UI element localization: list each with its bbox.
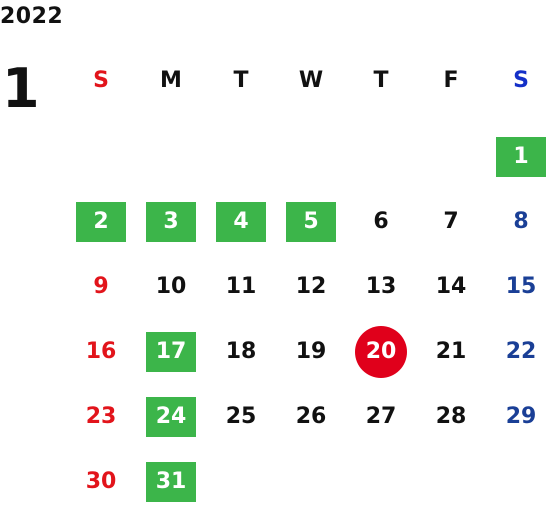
holiday-date-number: 5	[286, 201, 336, 242]
day-cell-22[interactable]: 22	[486, 319, 548, 384]
day-cell-29[interactable]: 29	[486, 384, 548, 449]
day-cell-8[interactable]: 8	[486, 189, 548, 254]
day-cell-25[interactable]: 25	[206, 384, 276, 449]
date-number: 26	[295, 404, 327, 429]
holiday-date-number: 31	[146, 461, 196, 502]
date-number: 29	[505, 404, 537, 429]
day-cell-31[interactable]: 31	[136, 449, 206, 514]
holiday-date-number: 17	[146, 331, 196, 372]
holiday-date-number: 4	[216, 201, 266, 242]
date-number: 18	[225, 339, 257, 364]
date-number: 27	[365, 404, 397, 429]
day-cell-21[interactable]: 21	[416, 319, 486, 384]
date-number: 30	[85, 469, 117, 494]
date-number: 16	[85, 339, 117, 364]
day-cell-20[interactable]: 20	[346, 319, 416, 384]
date-number: 22	[505, 339, 537, 364]
day-cell-15[interactable]: 15	[486, 254, 548, 319]
date-number: 19	[295, 339, 327, 364]
holiday-date-number: 2	[76, 201, 126, 242]
date-number: 14	[435, 274, 467, 299]
weekday-header-row: S M T W T F S	[66, 66, 548, 96]
date-number: 15	[505, 274, 537, 299]
day-cell-14[interactable]: 14	[416, 254, 486, 319]
weekday-monday: M	[160, 68, 182, 93]
date-number: 11	[225, 274, 257, 299]
day-cell-28[interactable]: 28	[416, 384, 486, 449]
weekday-sunday: S	[93, 68, 109, 93]
holiday-date-number: 1	[496, 136, 546, 177]
day-cell-5[interactable]: 5	[276, 189, 346, 254]
date-number: 23	[85, 404, 117, 429]
date-number: 7	[443, 209, 459, 234]
day-cell-1[interactable]: 1	[486, 124, 548, 189]
date-number: 12	[295, 274, 327, 299]
weekday-wednesday: W	[298, 68, 324, 93]
day-cell-2[interactable]: 2	[66, 189, 136, 254]
day-cell-27[interactable]: 27	[346, 384, 416, 449]
day-cell-9[interactable]: 9	[66, 254, 136, 319]
weekday-saturday: S	[513, 68, 529, 93]
day-cell-6[interactable]: 6	[346, 189, 416, 254]
calendar-year: 2022	[0, 4, 64, 29]
date-number: 13	[365, 274, 397, 299]
day-cell-19[interactable]: 19	[276, 319, 346, 384]
holiday-date-number: 24	[146, 396, 196, 437]
calendar-month: 1	[2, 57, 40, 120]
holiday-date-number: 3	[146, 201, 196, 242]
day-cell-17[interactable]: 17	[136, 319, 206, 384]
weekday-friday: F	[443, 68, 459, 93]
day-cell-30[interactable]: 30	[66, 449, 136, 514]
date-number: 25	[225, 404, 257, 429]
weekday-thursday: T	[373, 68, 389, 93]
day-cell-7[interactable]: 7	[416, 189, 486, 254]
day-cell-18[interactable]: 18	[206, 319, 276, 384]
date-number: 6	[373, 209, 389, 234]
day-cell-24[interactable]: 24	[136, 384, 206, 449]
today-date-number: 20	[355, 325, 407, 378]
day-cell-3[interactable]: 3	[136, 189, 206, 254]
day-cell-13[interactable]: 13	[346, 254, 416, 319]
day-cell-12[interactable]: 12	[276, 254, 346, 319]
date-number: 10	[155, 274, 187, 299]
day-cell-11[interactable]: 11	[206, 254, 276, 319]
day-cell-26[interactable]: 26	[276, 384, 346, 449]
date-number: 9	[93, 274, 109, 299]
date-number: 28	[435, 404, 467, 429]
day-cell-23[interactable]: 23	[66, 384, 136, 449]
day-cell-16[interactable]: 16	[66, 319, 136, 384]
weekday-tuesday: T	[233, 68, 249, 93]
day-cell-4[interactable]: 4	[206, 189, 276, 254]
day-cell-10[interactable]: 10	[136, 254, 206, 319]
date-number: 8	[513, 209, 529, 234]
date-number: 21	[435, 339, 467, 364]
